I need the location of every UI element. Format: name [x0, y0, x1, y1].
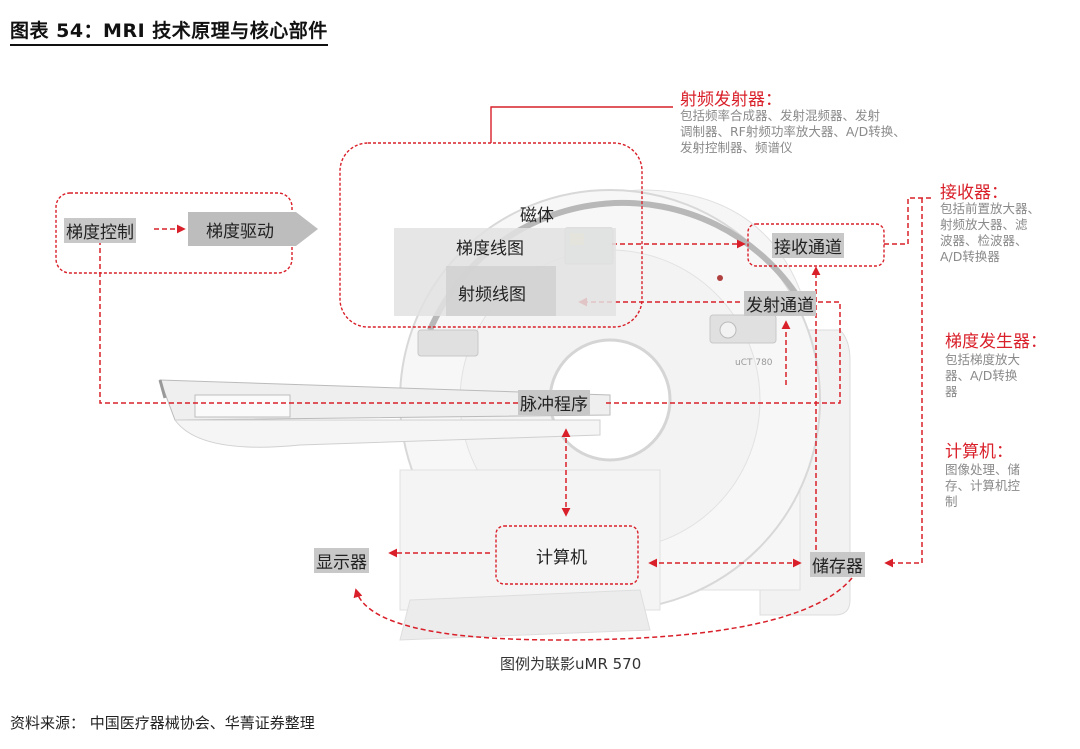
desc-line: 调制器、RF射频功率放大器、A/D转换、 — [680, 124, 906, 139]
annotation-receiver-desc: 包括前置放大器、 射频放大器、滤 波器、检波器、 A/D转换器 — [940, 201, 1040, 265]
node-storage: 储存器 — [810, 552, 865, 577]
annotation-receiver-heading: 接收器： — [940, 183, 1008, 203]
arrow-storage-to-display — [353, 577, 853, 641]
desc-line: 包括频率合成器、发射混频器、发射 — [680, 108, 881, 123]
desc-line: 存、计算机控 — [945, 478, 1021, 493]
desc-line: 射频放大器、滤 — [940, 217, 1028, 232]
rf-coil-panel — [446, 266, 556, 316]
machine-badge: uCT 780 — [735, 358, 773, 368]
node-rf-coil: 射频线图 — [458, 285, 526, 305]
desc-line: 器、A/D转换 — [945, 368, 1018, 383]
annotation-gradient-generator-desc: 包括梯度放大 器、A/D转换 器 — [945, 352, 1020, 400]
rf-transmitter-leader — [490, 106, 673, 143]
desc-line: 图像处理、储 — [945, 462, 1021, 477]
node-transmit-channel: 发射通道 — [744, 291, 816, 316]
node-gradient-drive: 梯度驱动 — [206, 222, 274, 242]
source-note: 资料来源： 中国医疗器械协会、华菁证券整理 — [10, 714, 315, 732]
node-magnet: 磁体 — [520, 206, 554, 226]
computer-box — [495, 525, 639, 585]
desc-line: 波器、检波器、 — [940, 233, 1028, 248]
receive-channel-box — [747, 223, 885, 267]
node-gradient-control: 梯度控制 — [64, 218, 136, 243]
annotation-computer-heading: 计算机： — [945, 442, 1013, 462]
receiver-leader — [884, 197, 934, 245]
annotation-rf-transmitter-heading: 射频发射器： — [680, 90, 782, 110]
annotation-rf-transmitter-desc: 包括频率合成器、发射混频器、发射 调制器、RF射频功率放大器、A/D转换、 发射… — [680, 108, 906, 156]
arrow-to-storage — [884, 198, 923, 568]
figure-title: 图表 54：MRI 技术原理与核心部件 — [10, 16, 328, 46]
node-display: 显示器 — [314, 548, 369, 573]
node-pulse-sequence: 脉冲程序 — [518, 390, 590, 415]
annotation-computer-desc: 图像处理、储 存、计算机控 制 — [945, 462, 1020, 510]
desc-line: 包括梯度放大 — [945, 352, 1021, 367]
node-gradient-coil: 梯度线图 — [456, 239, 524, 259]
annotation-gradient-generator-heading: 梯度发生器： — [945, 332, 1047, 352]
pulse-to-transmit-line — [606, 301, 841, 404]
desc-line: A/D转换器 — [940, 249, 1000, 264]
node-receive-channel: 接收通道 — [772, 233, 844, 258]
desc-line: 发射控制器、频谱仪 — [680, 140, 793, 155]
figure-caption: 图例为联影uMR 570 — [500, 655, 642, 673]
gradient-drive-shape — [188, 212, 318, 246]
desc-line: 制 — [945, 494, 958, 509]
desc-line: 器 — [945, 384, 958, 399]
node-computer: 计算机 — [536, 548, 587, 568]
arrow-pulse-to-gradient-control — [95, 226, 518, 404]
desc-line: 包括前置放大器、 — [940, 201, 1041, 216]
